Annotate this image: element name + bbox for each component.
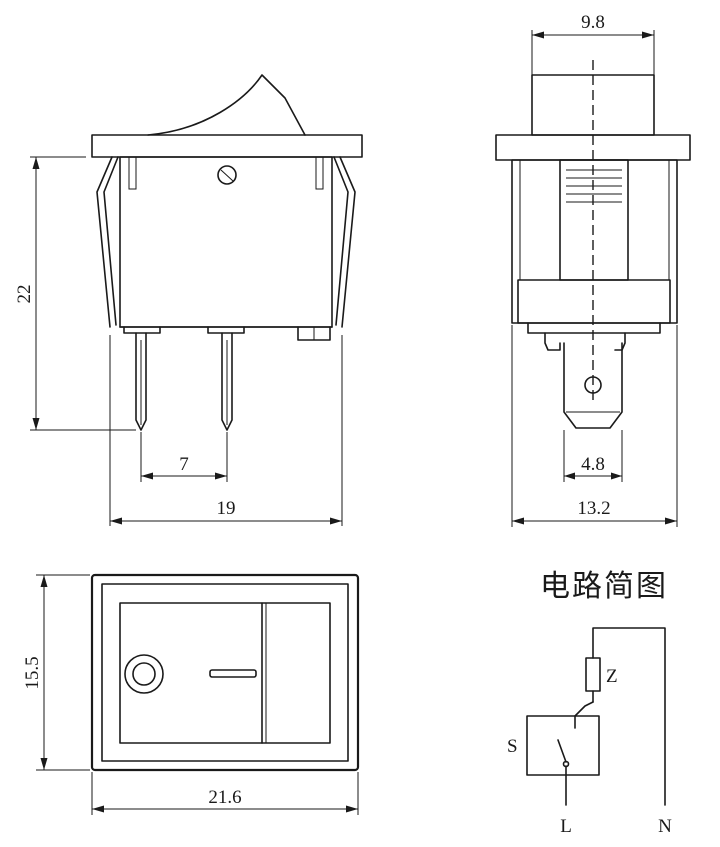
pin-1 xyxy=(135,332,147,431)
body-slot-left xyxy=(128,156,137,190)
terminal-l-label: L xyxy=(560,816,572,837)
dim-front-height: 15.5 xyxy=(22,656,43,689)
dim-side-width: 13.2 xyxy=(577,498,610,519)
switch-box xyxy=(526,715,600,776)
pin-2 xyxy=(221,332,233,431)
on-symbol xyxy=(209,669,257,678)
screw-hole xyxy=(217,165,237,185)
dim-top-width: 9.8 xyxy=(581,12,605,33)
dim-height: 22 xyxy=(14,285,35,304)
left-clip xyxy=(96,156,119,328)
side-body xyxy=(511,159,678,324)
body-slot-right xyxy=(315,156,324,190)
face-frame-inner xyxy=(101,583,349,762)
elevation-view: 22 7 19 xyxy=(14,74,363,526)
resistor-z xyxy=(585,657,601,692)
neutral-wire xyxy=(592,627,666,806)
resistor-label: Z xyxy=(606,666,618,687)
right-clip xyxy=(333,156,356,328)
face-frame-outer xyxy=(90,573,360,772)
switch-body xyxy=(119,156,333,328)
dim-terminal-width: 4.8 xyxy=(581,454,605,475)
off-symbol xyxy=(124,654,164,694)
circuit-schematic: 电路简图 Z S L N xyxy=(507,569,672,837)
top-flange xyxy=(91,134,363,158)
switch-label: S xyxy=(507,736,518,757)
dim-body-width: 19 xyxy=(217,498,236,519)
side-lower-block xyxy=(517,279,671,324)
dim-pin-pitch: 7 xyxy=(179,454,189,475)
side-terminal xyxy=(563,342,623,429)
dim-front-width: 21.6 xyxy=(208,787,241,808)
terminal-n-label: N xyxy=(658,816,672,837)
schematic-title: 电路简图 xyxy=(540,569,668,604)
rocker-actuator xyxy=(147,74,306,136)
rocker-face xyxy=(119,602,331,744)
side-view: 9.8 4.8 13.2 xyxy=(495,12,691,527)
face-view: 15.5 21.6 xyxy=(22,573,360,815)
